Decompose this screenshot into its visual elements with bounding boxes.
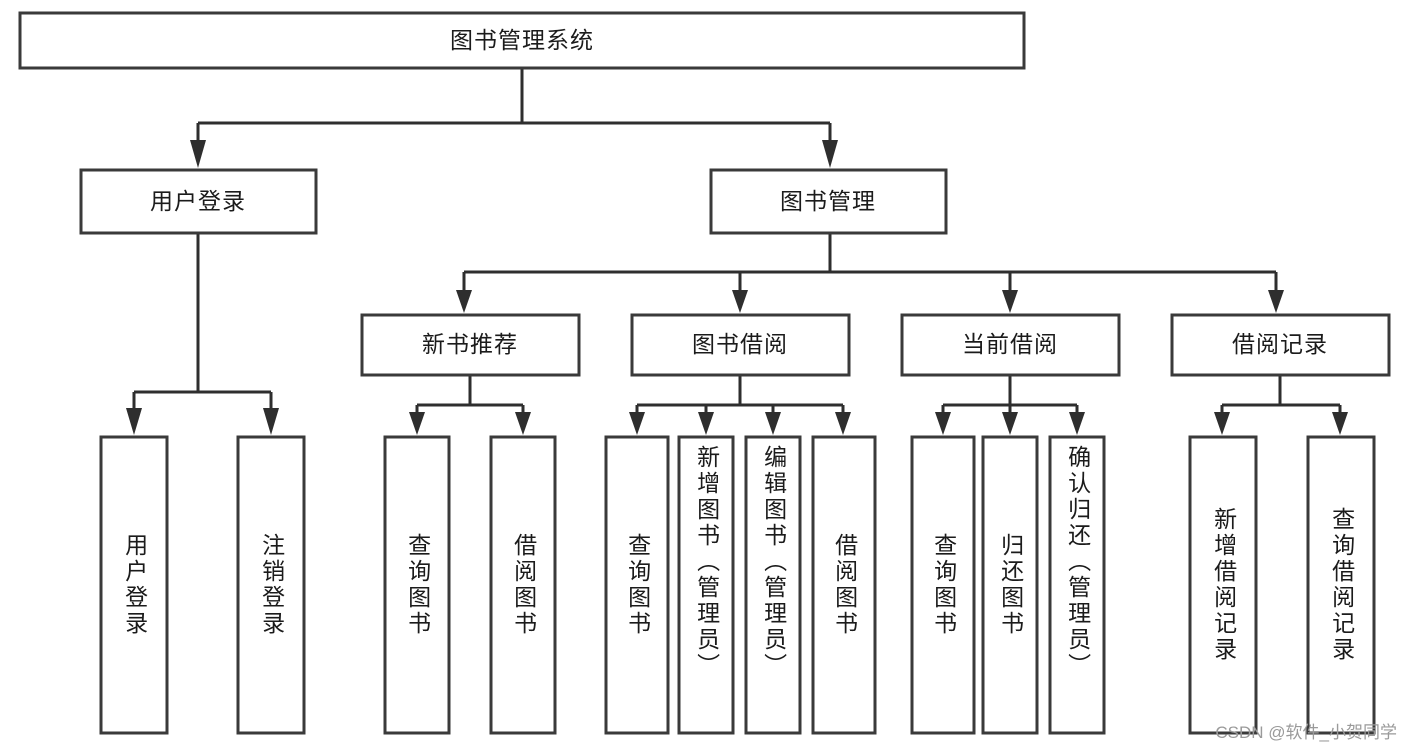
arrow-ul-leaf2 <box>263 408 279 435</box>
node-borrow-record-label: 借阅记录 <box>1232 331 1328 357</box>
connectors-user-login-to-leaves <box>126 233 279 435</box>
leaf-box-logout[interactable] <box>236 435 306 735</box>
arrow-bw-leaf3 <box>765 412 781 435</box>
leaf-box-add-book-admin[interactable] <box>677 435 735 735</box>
leaf-box-add-borrow-record[interactable] <box>1188 435 1258 735</box>
node-book-management-label: 图书管理 <box>780 188 876 214</box>
arrow-cb-leaf3 <box>1069 412 1085 435</box>
connectors-root-to-level2 <box>190 68 838 168</box>
leaf-box-borrow-book-1[interactable] <box>489 435 557 735</box>
arrow-cb-leaf2 <box>1002 412 1018 435</box>
node-book-management-box[interactable] <box>709 168 948 235</box>
node-book-borrow-label: 图书借阅 <box>692 331 788 357</box>
node-root-label: 图书管理系统 <box>450 27 594 53</box>
connectors-new-book-to-leaves <box>409 375 531 435</box>
arrow-cb-leaf1 <box>935 412 951 435</box>
connectors-borrow-to-leaves <box>629 375 851 435</box>
node-current-borrow-label: 当前借阅 <box>962 331 1058 357</box>
arrow-nb-leaf2 <box>515 412 531 435</box>
connectors-borrow-record-to-leaves <box>1214 375 1348 435</box>
arrow-br-leaf2 <box>1332 412 1348 435</box>
node-user-login-box[interactable] <box>79 168 318 235</box>
leaf-box-user-login[interactable] <box>99 435 169 735</box>
arrow-to-borrow-record <box>1268 290 1284 313</box>
leaf-box-edit-book-admin[interactable] <box>744 435 802 735</box>
arrow-ul-leaf1 <box>126 408 142 435</box>
leaf-box-query-book-3[interactable] <box>910 435 976 735</box>
connectors-book-mgmt-to-level3 <box>456 233 1284 313</box>
node-current-borrow-box[interactable] <box>900 313 1121 377</box>
arrow-to-book-mgmt <box>822 140 838 168</box>
node-root-box[interactable] <box>18 11 1026 70</box>
arrow-br-leaf1 <box>1214 412 1230 435</box>
leaf-box-confirm-return-admin[interactable] <box>1048 435 1106 735</box>
node-book-borrow-box[interactable] <box>630 313 851 377</box>
connectors-current-borrow-to-leaves <box>935 375 1085 435</box>
arrow-bw-leaf4 <box>835 412 851 435</box>
arrow-to-current-borrow <box>1002 290 1018 313</box>
node-user-login-label: 用户登录 <box>150 188 246 214</box>
arrow-to-borrow <box>732 290 748 313</box>
node-borrow-record-box[interactable] <box>1170 313 1391 377</box>
leaf-box-query-book-2[interactable] <box>604 435 670 735</box>
arrow-bw-leaf2 <box>698 412 714 435</box>
leaf-box-borrow-book-2[interactable] <box>811 435 877 735</box>
watermark-text: CSDN @软件_小贺同学 <box>1215 723 1397 742</box>
arrow-nb-leaf1 <box>409 412 425 435</box>
leaf-box-query-borrow-record[interactable] <box>1306 435 1376 735</box>
arrow-to-new-book <box>456 290 472 313</box>
leaf-box-query-book-1[interactable] <box>383 435 451 735</box>
node-new-book-recommend-label: 新书推荐 <box>422 331 518 357</box>
leaf-box-return-book[interactable] <box>981 435 1039 735</box>
node-new-book-recommend-box[interactable] <box>360 313 581 377</box>
arrow-to-user-login <box>190 140 206 168</box>
arrow-bw-leaf1 <box>629 412 645 435</box>
